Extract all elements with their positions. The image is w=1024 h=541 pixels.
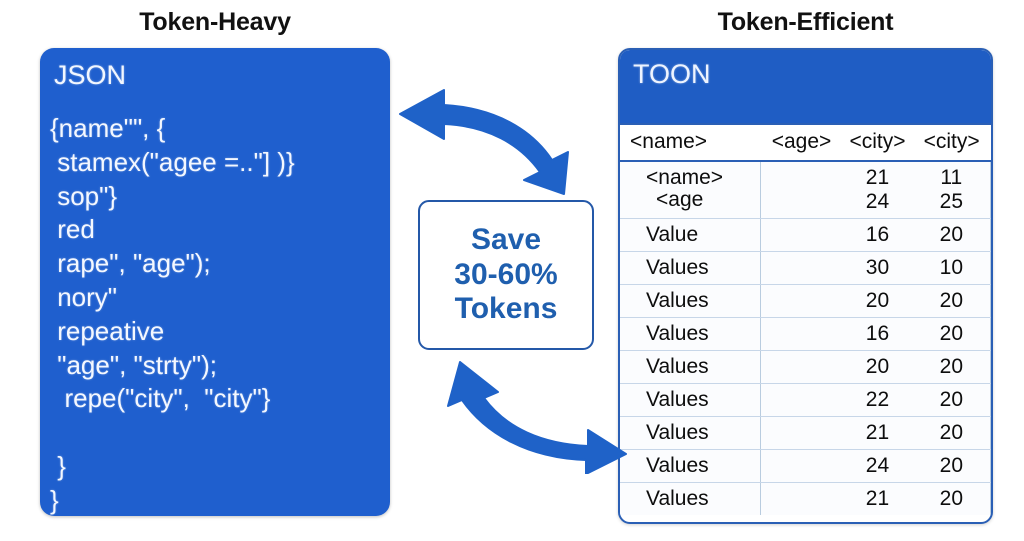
cell-city2: 20	[912, 317, 991, 351]
heading-token-efficient: Token-Efficient	[717, 8, 894, 36]
savings-badge: Save 30-60% Tokens	[418, 200, 594, 350]
cell-age	[760, 449, 843, 483]
cell-name-line-1: <name>	[646, 166, 724, 190]
cell-city1: 22	[842, 383, 913, 417]
cell-city1-line-1: 21	[865, 166, 890, 189]
cell-city2: 11 25	[912, 161, 991, 219]
cell-name: Values	[620, 317, 762, 351]
table-row[interactable]: Values 20 20	[620, 284, 991, 318]
cell-city1: 16	[842, 317, 913, 351]
toon-table: <name> <age> <city> <city> <name> <age 2…	[620, 123, 991, 515]
table-row[interactable]: <name> <age 21 24 11 25	[620, 161, 991, 219]
cell-age	[760, 161, 843, 219]
cell-city1: 16	[842, 218, 913, 252]
cell-name: Value	[620, 218, 762, 252]
cell-age	[760, 482, 843, 515]
curved-double-arrow-bottom-icon	[392, 350, 630, 475]
cell-city2: 20	[912, 416, 991, 450]
cell-city1: 21	[842, 482, 913, 515]
cell-city1: 24	[842, 449, 913, 483]
cell-name-line-2: <age	[656, 187, 704, 211]
cell-city2: 20	[912, 218, 991, 252]
cell-age	[760, 317, 843, 351]
savings-line-3: Tokens	[454, 292, 558, 326]
cell-city1-line-2: 24	[865, 190, 890, 213]
cell-name: <name> <age	[620, 161, 762, 219]
cell-name: Values	[620, 383, 762, 417]
toon-panel-header: TOON	[620, 50, 991, 123]
cell-name: Values	[620, 350, 762, 384]
cell-age	[760, 350, 843, 384]
cell-name: Values	[620, 482, 762, 515]
cell-name: Values	[620, 251, 762, 285]
cell-city2-line-2: 25	[939, 190, 964, 213]
table-body: <name> <age 21 24 11 25 Value	[620, 161, 991, 515]
cell-city2: 10	[912, 251, 991, 285]
table-row[interactable]: Value 16 20	[620, 218, 991, 252]
cell-age	[760, 251, 843, 285]
cell-city1: 30	[842, 251, 913, 285]
column-header-age: <age>	[760, 123, 843, 162]
table-header-row: <name> <age> <city> <city>	[620, 123, 991, 162]
cell-city2: 20	[912, 383, 991, 417]
toon-panel: TOON <name> <age> <city> <city> <name> <…	[618, 48, 993, 524]
table-row[interactable]: Values 21 20	[620, 416, 991, 450]
cell-city1: 20	[842, 284, 913, 318]
cell-city1: 20	[842, 350, 913, 384]
cell-age	[760, 284, 843, 318]
table-row[interactable]: Values 21 20	[620, 482, 991, 515]
table-row[interactable]: Values 16 20	[620, 317, 991, 351]
column-header-city2: <city>	[912, 123, 991, 162]
cell-name: Values	[620, 284, 762, 318]
json-panel: JSON {name"", { stamex("agee =.."] )} so…	[40, 48, 390, 516]
heading-token-heavy: Token-Heavy	[139, 8, 291, 36]
cell-name: Values	[620, 416, 762, 450]
savings-line-1: Save	[470, 222, 542, 256]
cell-city1: 21	[842, 416, 913, 450]
json-panel-label: JSON	[54, 60, 127, 90]
column-header-city1: <city>	[842, 123, 913, 162]
cell-city2-line-1: 11	[940, 166, 963, 189]
column-header-name: <name>	[620, 123, 761, 162]
toon-panel-label: TOON	[633, 59, 711, 89]
cell-city1: 21 24	[842, 161, 913, 219]
table-row[interactable]: Values 20 20	[620, 350, 991, 384]
cell-age	[760, 383, 843, 417]
table-row[interactable]: Values 22 20	[620, 383, 991, 417]
cell-city2: 20	[912, 284, 991, 318]
savings-line-2: 30-60%	[454, 257, 558, 291]
table-row[interactable]: Values 30 10	[620, 251, 991, 285]
cell-name: Values	[620, 449, 762, 483]
cell-city2: 20	[912, 482, 991, 515]
cell-age	[760, 218, 843, 252]
json-code-block: {name"", { stamex("agee =.."] )} sop"} r…	[50, 113, 295, 515]
curved-double-arrow-top-icon	[392, 86, 622, 202]
cell-age	[760, 416, 843, 450]
cell-city2: 20	[912, 350, 991, 384]
table-row[interactable]: Values 24 20	[620, 449, 991, 483]
cell-city2: 20	[912, 449, 991, 483]
